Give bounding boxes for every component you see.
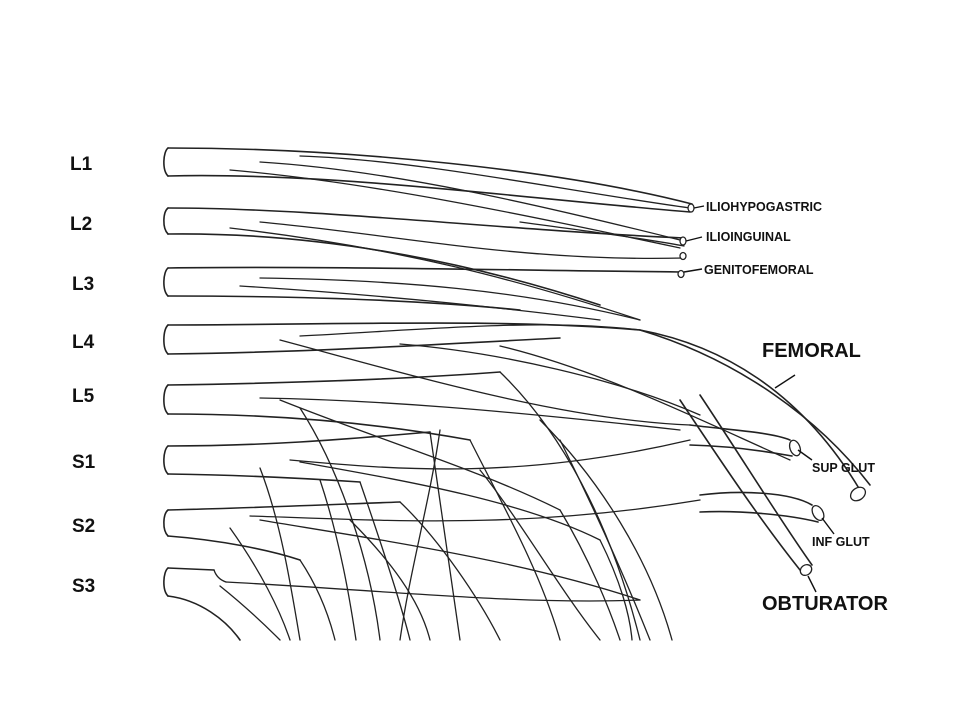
root-trunk-l2 [163, 207, 685, 321]
label-sup-glut: SUP GLUT [812, 461, 875, 475]
superior-gluteal-nerve [689, 424, 813, 461]
obturator-nerve [679, 394, 817, 593]
label-genitofemoral: GENITOFEMORAL [704, 263, 814, 277]
root-trunk-l5 [163, 371, 681, 641]
label-ilioinguinal: ILIOINGUINAL [706, 230, 791, 244]
femoral-nerve [639, 329, 871, 502]
root-trunk-l3 [163, 266, 681, 321]
root-label-s1: S1 [72, 452, 96, 473]
root-label-l4: L4 [72, 332, 95, 353]
inferior-gluteal-nerve [699, 491, 835, 535]
label-obturator: OBTURATOR [762, 593, 888, 615]
root-trunk-s2 [163, 499, 701, 641]
root-trunk-s3 [163, 567, 641, 641]
ilioinguinal-nerve [679, 236, 703, 246]
label-femoral: FEMORAL [762, 340, 861, 362]
genitofemoral-nerve [677, 251, 703, 279]
root-label-l3: L3 [72, 274, 94, 295]
label-iliohypogastric: ILIOHYPOGASTRIC [706, 200, 822, 214]
root-label-l5: L5 [72, 386, 95, 407]
root-trunk-l4 [163, 322, 861, 491]
label-inf-glut: INF GLUT [812, 535, 870, 549]
root-trunk-s1 [163, 431, 691, 641]
iliohypogastric-nerve [687, 203, 705, 213]
plexus-fiber-network [299, 371, 673, 641]
root-label-s3: S3 [72, 576, 95, 597]
root-label-s2: S2 [72, 516, 95, 537]
root-label-l2: L2 [70, 214, 92, 235]
root-label-l1: L1 [70, 154, 93, 175]
